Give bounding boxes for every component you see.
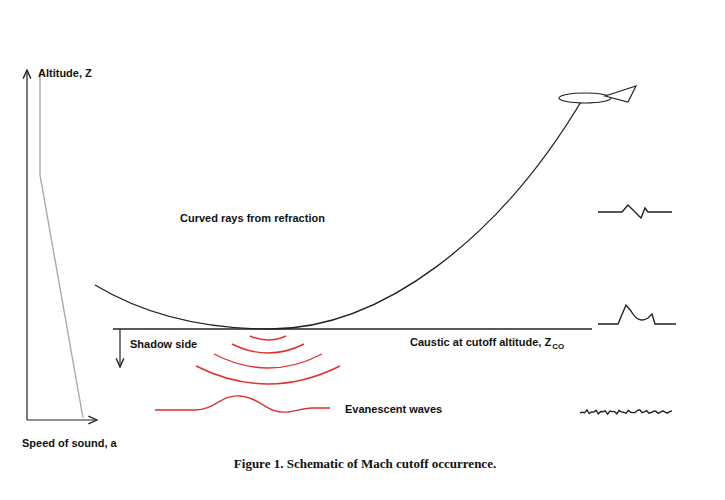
airplane-symbol	[559, 86, 636, 103]
caustic-line	[113, 328, 592, 329]
caustic-subscript: CO	[552, 342, 564, 352]
figure-caption: Figure 1. Schematic of Mach cutoff occur…	[234, 456, 496, 472]
shadow-label: Shadow side	[130, 338, 197, 351]
altitude-label: Altitude, Z	[38, 67, 92, 80]
speed-label: Speed of sound, a	[22, 437, 117, 450]
speed-axis	[27, 419, 97, 420]
evanescent-label: Evanescent waves	[345, 403, 442, 416]
ray-label: Curved rays from refraction	[180, 212, 325, 225]
pressure-signatures	[580, 205, 676, 414]
altitude-axis	[26, 70, 27, 420]
refracted-ray	[95, 95, 585, 329]
shadow-arrow	[119, 329, 120, 367]
sound-speed-profile	[40, 72, 83, 418]
caustic-label: Caustic at cutoff altitude, Z	[410, 336, 551, 349]
